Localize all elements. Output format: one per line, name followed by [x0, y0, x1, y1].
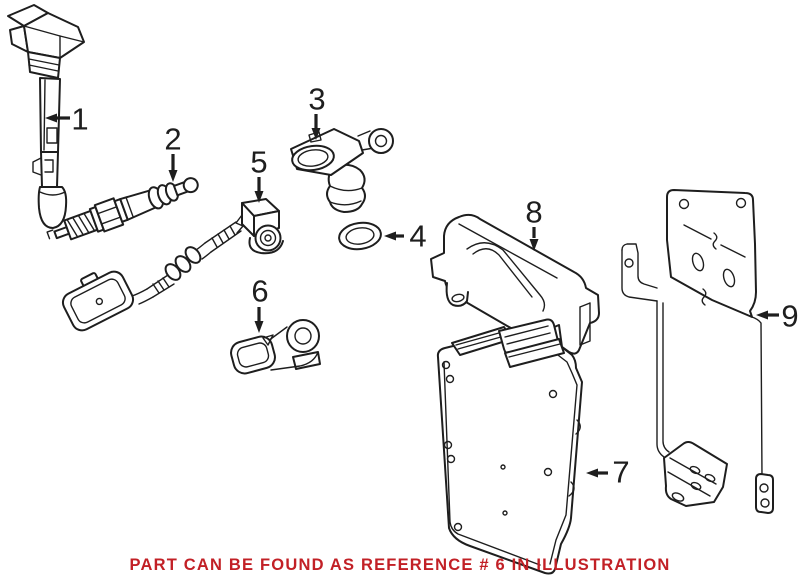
callout-8-arrowhead [529, 239, 539, 251]
callout-2: 2 [164, 122, 182, 182]
callout-4: 4 [384, 219, 427, 254]
part-1-ignition-coil [7, 4, 85, 229]
callout-3-arrowhead [311, 128, 321, 140]
part-8-ecm-cover [430, 213, 600, 355]
callout-2-label: 2 [164, 122, 181, 157]
callout-4-label: 4 [409, 219, 426, 254]
callout-7-arrowhead [586, 468, 598, 478]
part-2-spark-plug [46, 177, 199, 241]
part-6-knock-sensor [230, 319, 321, 375]
callout-2-arrowhead [168, 170, 178, 182]
callout-9: 9 [756, 299, 799, 334]
part-5-crankshaft-position-sensor [61, 198, 284, 332]
part-9-ecm-bracket [621, 189, 774, 514]
callout-8-label: 8 [525, 195, 542, 230]
callout-3: 3 [308, 82, 326, 140]
callout-1-arrowhead [45, 113, 57, 123]
callout-1: 1 [45, 102, 89, 137]
callout-8: 8 [525, 195, 543, 251]
callout-4-arrowhead [384, 231, 396, 241]
part-7-engine-control-module [436, 318, 583, 575]
callout-5-arrowhead [254, 191, 264, 203]
callout-7: 7 [586, 455, 630, 490]
callout-6-arrowhead [254, 321, 264, 333]
callout-9-arrowhead [756, 310, 768, 320]
callout-9-label: 9 [781, 299, 798, 334]
part-3-camshaft-position-sensor [290, 128, 394, 213]
callout-3-label: 3 [308, 82, 325, 117]
callout-5: 5 [250, 145, 268, 203]
callout-6-label: 6 [251, 274, 268, 309]
callout-6: 6 [251, 274, 269, 333]
callout-7-label: 7 [612, 455, 629, 490]
reference-note: PART CAN BE FOUND AS REFERENCE # 6 IN IL… [130, 556, 671, 574]
part-4-o-ring-seal [338, 221, 382, 251]
callout-1-label: 1 [71, 102, 88, 137]
callout-5-label: 5 [250, 145, 267, 180]
